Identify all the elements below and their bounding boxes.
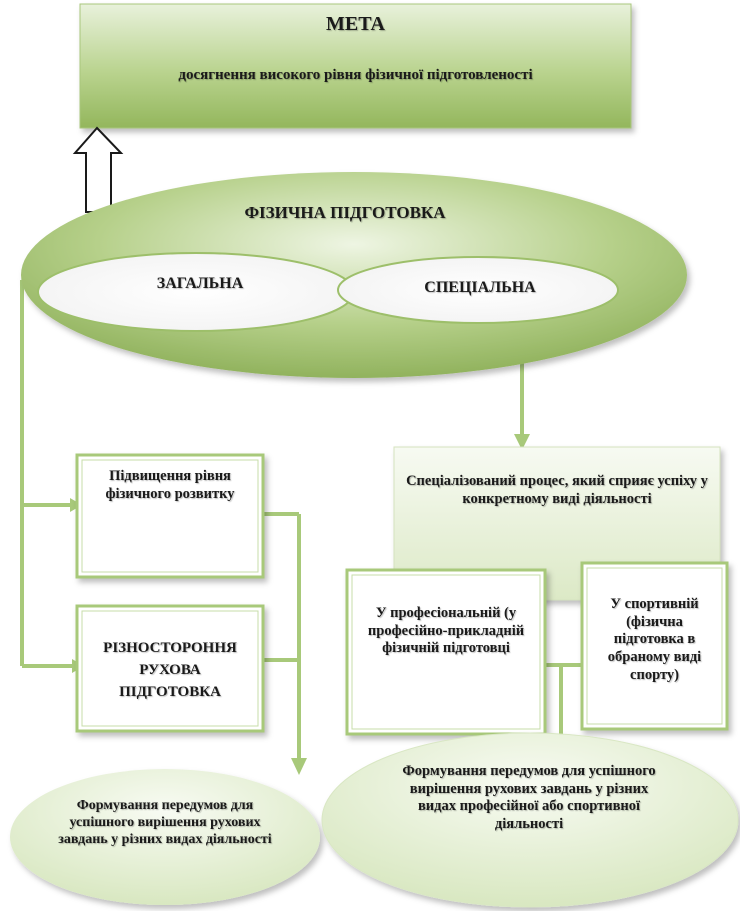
special-outcome-ellipse <box>321 732 739 908</box>
physical-training-title: ФІЗИЧНА ПІДГОТОВКА <box>244 203 446 222</box>
special-outcome-text: Формування передумов для успішного виріш… <box>402 763 656 833</box>
general-outcome-text: Формування передумов для успішного виріш… <box>58 798 272 848</box>
goal-box <box>79 3 632 129</box>
professional-box <box>345 568 547 736</box>
raise-level-box-inner <box>81 459 259 573</box>
general-outcome-ellipse <box>10 769 320 905</box>
arrow-to-process-icon <box>514 434 530 450</box>
general-label: ЗАГАЛЬНА <box>156 275 244 292</box>
arrow-to-general-outcome-icon <box>291 758 307 775</box>
up-arrow-icon <box>72 126 124 213</box>
professional-box-inner <box>351 574 541 730</box>
versatile-box-inner <box>81 610 259 727</box>
goal-title: МЕТА <box>325 13 385 35</box>
process-text: Спеціалізований процес, який сприяє успі… <box>406 473 708 507</box>
versatile-box <box>75 604 265 733</box>
special-label: СПЕЦІАЛЬНА <box>424 279 536 296</box>
raise-level-box <box>75 453 265 579</box>
sport-text: У спортивній (фізична підготовка в обран… <box>607 596 702 683</box>
raise-level-text: Підвищення рівня фізичного розвитку <box>105 468 235 502</box>
sport-box-inner <box>586 567 723 725</box>
general-connectors <box>20 280 301 760</box>
goal-text: досягнення високого рівня фізичної підго… <box>178 67 533 83</box>
professional-text: У професіональній (у професійно-прикладн… <box>367 605 525 657</box>
special-ellipse <box>337 256 619 324</box>
sport-box <box>580 561 729 731</box>
versatile-text: РІЗНОСТОРОННЯ РУХОВА ПІДГОТОВКА <box>103 640 237 700</box>
special-connectors <box>520 360 582 740</box>
